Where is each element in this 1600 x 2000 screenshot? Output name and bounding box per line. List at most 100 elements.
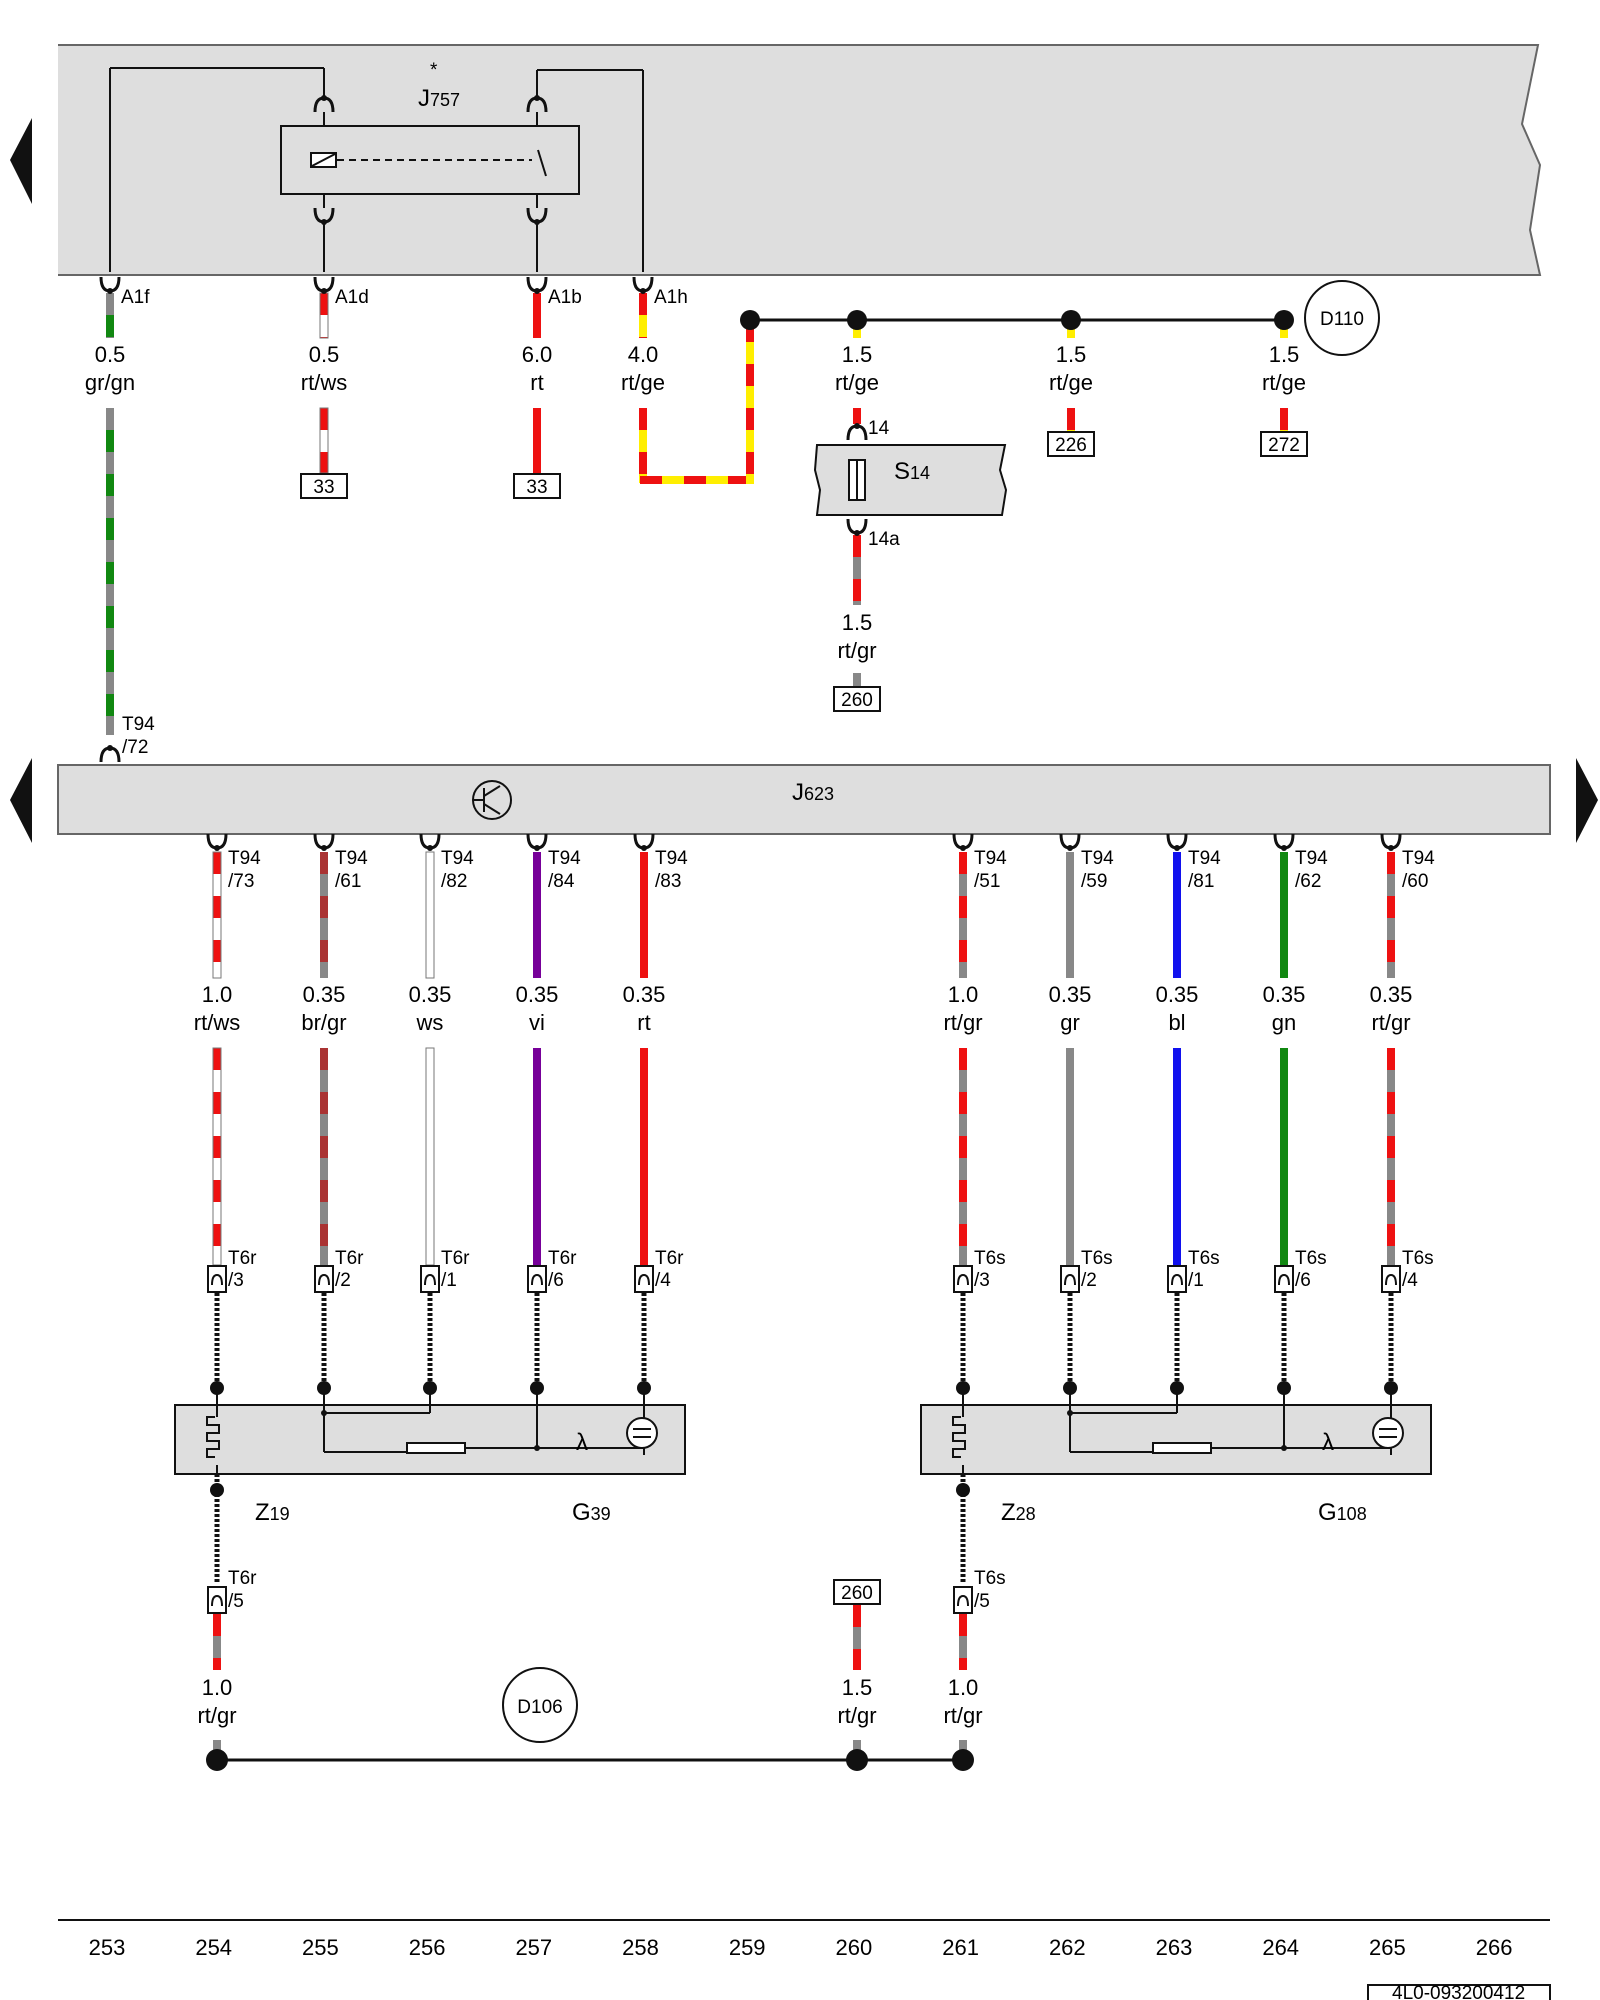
wire-segment — [959, 1048, 967, 1265]
wire-stripe — [320, 896, 328, 918]
ecu-pin-conn-9: T94 — [1402, 848, 1435, 869]
doc-number-box — [1367, 1984, 1551, 2000]
pin-dot — [640, 288, 646, 294]
wire-segment — [853, 1605, 861, 1670]
connector-pin-icon — [99, 745, 121, 763]
wire-stripe — [706, 476, 728, 484]
wire-core — [1066, 1048, 1074, 1265]
ref-33-b-box — [513, 473, 561, 499]
grid-number: 266 — [1476, 1935, 1513, 1960]
plug-name-0: T6r — [228, 1248, 257, 1269]
wire-segment — [320, 1048, 328, 1265]
grid-number: 254 — [195, 1935, 232, 1960]
wire-stripe — [959, 852, 967, 874]
pin-dot — [534, 95, 540, 101]
lower-wire-9-gauge: 0.35 — [1370, 982, 1413, 1007]
upper-wire-6-gauge: 1.5 — [1269, 342, 1300, 367]
wire-segment-h — [640, 476, 752, 484]
grid-number: 260 — [836, 1935, 873, 1960]
plug-arc — [424, 1273, 436, 1286]
wire-stripe — [106, 716, 114, 735]
wire-core — [533, 852, 541, 978]
upper-wire-1-gauge: 0.5 — [309, 342, 340, 367]
wire-stripe — [1387, 1136, 1395, 1158]
wire-segment — [640, 852, 648, 978]
junction-dot-small — [534, 1445, 540, 1451]
wires-layer — [106, 292, 1395, 1758]
lower-wire-7-gauge: 0.35 — [1156, 982, 1199, 1007]
wire-stripe — [213, 1180, 221, 1202]
wire-segment — [1280, 1048, 1288, 1265]
relay-box — [280, 125, 580, 195]
wire-stripe — [959, 1658, 967, 1670]
wire-stripe — [853, 1649, 861, 1670]
fuse-output-color: rt/gr — [837, 638, 876, 663]
wire-stripe — [213, 1614, 221, 1636]
junction-dot — [956, 1483, 970, 1497]
wire-stripe-base — [959, 1614, 967, 1670]
pin-dot — [534, 288, 540, 294]
upper-wire-3-gauge: 4.0 — [628, 342, 659, 367]
plug-connector-icon — [634, 1265, 654, 1293]
plug-pin-8: /6 — [1295, 1270, 1311, 1291]
bottom-plug-pin-2: /5 — [974, 1591, 990, 1612]
ecu-pin-conn-4: T94 — [655, 848, 688, 869]
wire-stripe — [959, 940, 967, 962]
wire-stripe — [746, 320, 754, 342]
plug-connector-icon — [207, 1265, 227, 1293]
wire-core — [1173, 852, 1181, 978]
wire-segment — [853, 408, 861, 424]
lower-wire-5-color: rt/gr — [943, 1010, 982, 1035]
bottom-plug-pin-0: /5 — [228, 1591, 244, 1612]
ecu-input-pin: /72 — [122, 737, 148, 758]
modules-layer — [10, 44, 1598, 1743]
resistor-icon-1 — [406, 1442, 466, 1454]
wire-stripe — [213, 896, 221, 918]
wire-segment — [425, 851, 435, 979]
plug-arc — [1064, 1273, 1076, 1286]
pin-dot — [107, 288, 113, 294]
pin-dot — [534, 219, 540, 225]
ref-33-a: 33 — [313, 477, 334, 498]
ref-272: 272 — [1268, 435, 1300, 456]
plug-body — [527, 1265, 547, 1293]
relay-switch-icon — [537, 149, 547, 177]
ref-272-box — [1260, 431, 1308, 457]
wire-stripe — [959, 1092, 967, 1114]
lower-wire-1-color: br/gr — [301, 1010, 346, 1035]
wire-segment — [1066, 852, 1074, 978]
plug-name-1: T6r — [335, 1248, 364, 1269]
plug-body — [634, 1265, 654, 1293]
pin-label-A1h: A1h — [654, 287, 688, 308]
lower-wire-0-color: rt/ws — [194, 1010, 240, 1035]
ecu-pin-num-2: /82 — [441, 871, 467, 892]
grid-number: 258 — [622, 1935, 659, 1960]
wire-segment — [212, 851, 222, 979]
junction-dot — [847, 310, 867, 330]
wire-segment — [1067, 328, 1075, 338]
wire-segment — [533, 408, 541, 473]
plug-pin-3: /6 — [548, 1270, 564, 1291]
wire-stripe — [1387, 852, 1395, 874]
connector-pin-icon — [1166, 833, 1188, 851]
plug-name-7: T6s — [1188, 1248, 1220, 1269]
wire-core — [853, 328, 861, 338]
doc-number: 4L0-093200412 — [1392, 1983, 1525, 2000]
wire-stripe — [213, 940, 221, 962]
wire-stripe — [320, 293, 328, 315]
pin-dot — [321, 288, 327, 294]
wire-core — [425, 851, 435, 979]
plug-body — [953, 1265, 973, 1293]
plug-body — [207, 1265, 227, 1293]
upper-wire-0-gauge: 0.5 — [95, 342, 126, 367]
grid-number: 259 — [729, 1935, 766, 1960]
sensor-label-2: G108 — [1318, 1499, 1367, 1526]
plug-pin-6: /2 — [1081, 1270, 1097, 1291]
wire-stripe — [853, 535, 861, 557]
ecu-pin-conn-5: T94 — [974, 848, 1007, 869]
wire-stripe — [746, 364, 754, 386]
plug-name-9: T6s — [1402, 1248, 1434, 1269]
wire-stripe — [320, 1048, 328, 1070]
splice-circle-top — [1304, 280, 1380, 356]
